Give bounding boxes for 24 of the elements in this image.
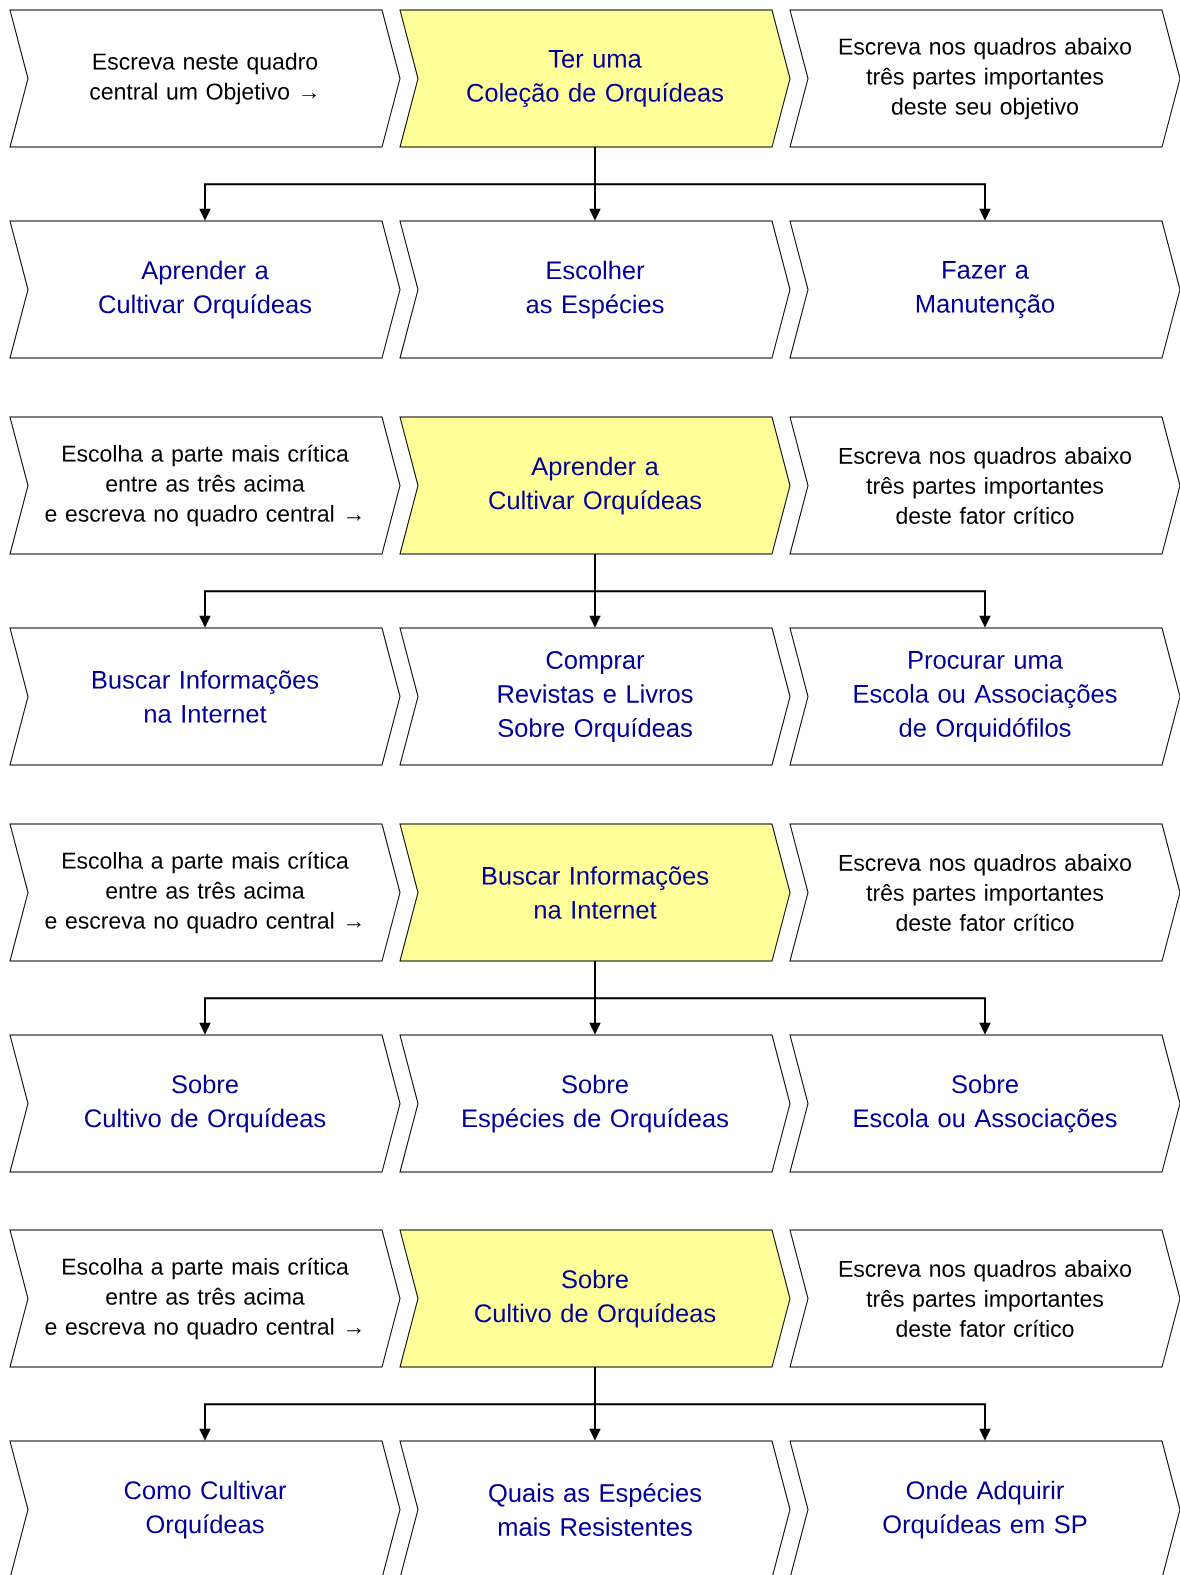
chevron-box: Escreva neste quadro central um Objetivo → (9, 9, 401, 148)
chevron-box: Escreva nos quadros abaixo três partes importantes deste fator crítico (789, 1229, 1180, 1368)
chevron-box: Aprender a Cultivar Orquídeas (399, 416, 791, 555)
chevron-box: Escolha a parte mais crítica entre as três acima e escreva no quadro central → (9, 823, 401, 962)
chevron-box: Escreva nos quadros abaixo três partes importantes deste fator crítico (789, 823, 1180, 962)
chevron-box: Como Cultivar Orquídeas (9, 1440, 401, 1575)
chevron-box: Sobre Escola ou Associações (789, 1034, 1180, 1173)
chevron-box: Aprender a Cultivar Orquídeas (9, 220, 401, 359)
chevron-box: Escolher as Espécies (399, 220, 791, 359)
chevron-box: Escolha a parte mais crítica entre as três acima e escreva no quadro central → (9, 1229, 401, 1368)
chevron-box: Sobre Cultivo de Orquídeas (399, 1229, 791, 1368)
chevron-box: Onde Adquirir Orquídeas em SP (789, 1440, 1180, 1575)
chevron-box: Escreva nos quadros abaixo três partes importantes deste seu objetivo (789, 9, 1180, 148)
chevron-box: Fazer a Manutenção (789, 220, 1180, 359)
chevron-box: Escolha a parte mais crítica entre as três acima e escreva no quadro central → (9, 416, 401, 555)
chevron-box: Escreva nos quadros abaixo três partes importantes deste fator crítico (789, 416, 1180, 555)
chevron-box: Ter uma Coleção de Orquídeas (399, 9, 791, 148)
chevron-box: Quais as Espécies mais Resistentes (399, 1440, 791, 1575)
chevron-box: Buscar Informações na Internet (9, 627, 401, 766)
chevron-box: Sobre Cultivo de Orquídeas (9, 1034, 401, 1173)
chevron-box: Buscar Informações na Internet (399, 823, 791, 962)
chevron-box: Procurar uma Escola ou Associações de Orquidófilos (789, 627, 1180, 766)
chevron-box: Sobre Espécies de Orquídeas (399, 1034, 791, 1173)
chevron-box: Comprar Revistas e Livros Sobre Orquídeas (399, 627, 791, 766)
